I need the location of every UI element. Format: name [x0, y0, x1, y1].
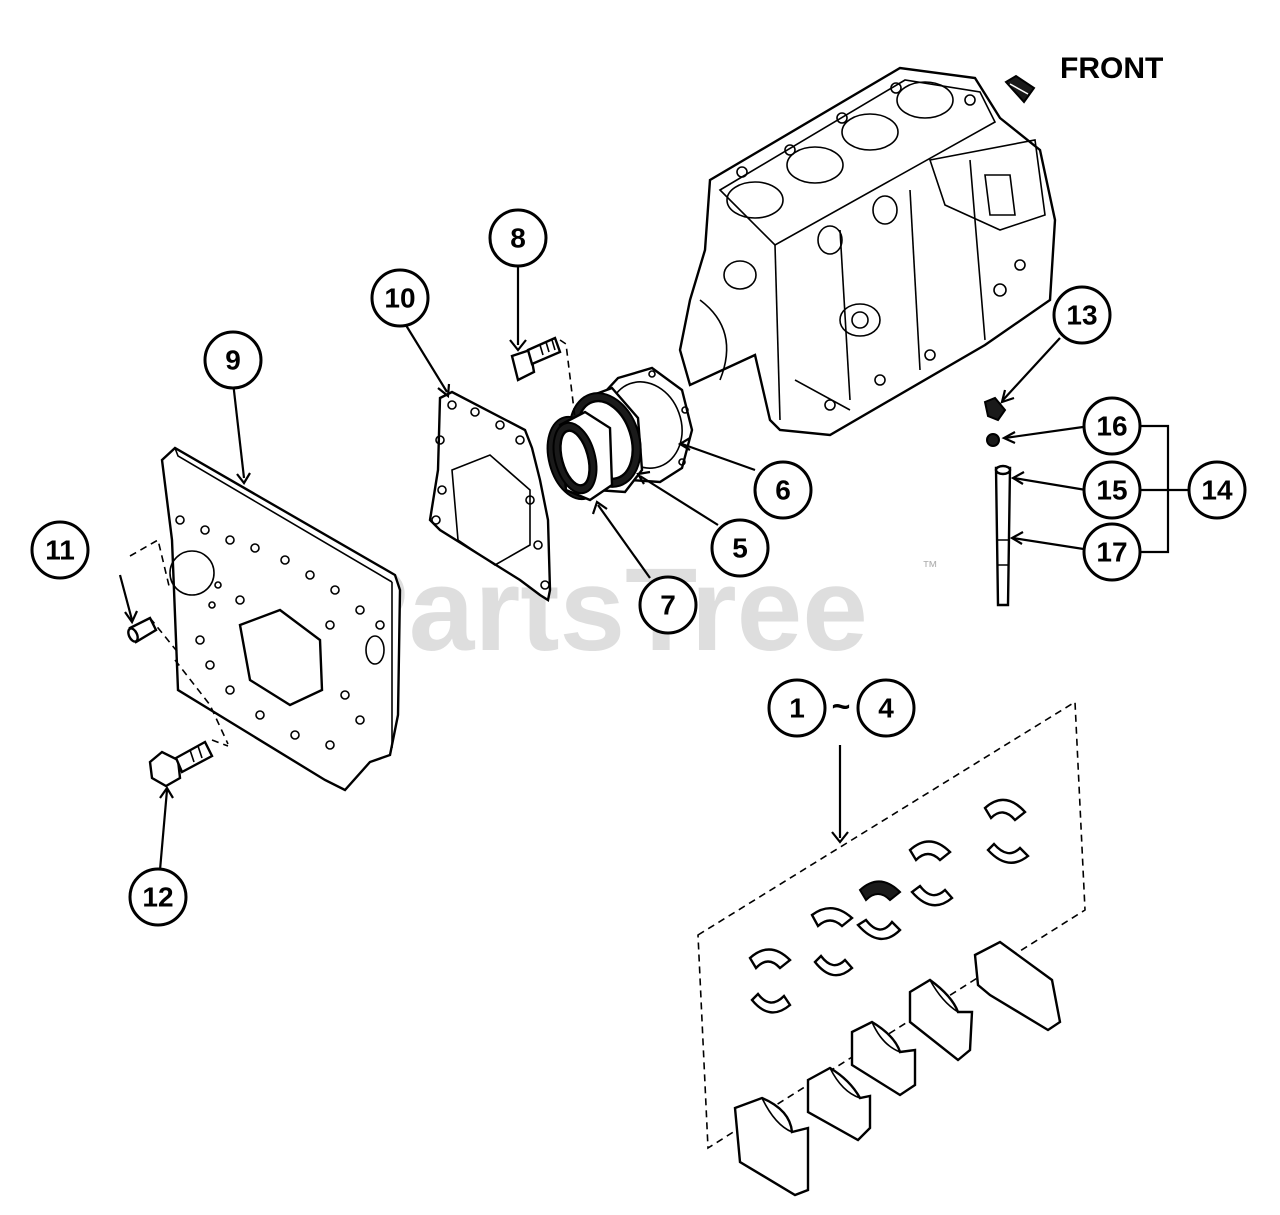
callout-6: 6 [753, 460, 813, 520]
plate-center-opening [238, 608, 324, 707]
callout-6-label: 6 [775, 475, 791, 506]
callout-15: 15 [1082, 460, 1142, 520]
bearing-set-boundary [697, 700, 1086, 1150]
callout-17-label: 17 [1096, 537, 1127, 568]
plate-bore-hole [169, 550, 215, 596]
part-12-bolt [148, 659, 229, 788]
bore-3 [841, 113, 899, 151]
part-15-cap [994, 464, 1012, 476]
front-indicator: FRONT [1004, 52, 1163, 104]
callout-13-label: 13 [1066, 300, 1097, 331]
part-9-rear-plate [160, 446, 402, 792]
watermark-text: PartsTree [330, 544, 868, 676]
callout-9-label: 9 [225, 345, 241, 376]
part-16-oring [986, 433, 1000, 447]
callout-11: 11 [30, 520, 90, 580]
bearing-set-1-4 [697, 700, 1086, 1197]
callout-1-label: 1 [789, 693, 805, 724]
front-arrow-detail [1009, 83, 1029, 95]
callout-11-label: 11 [45, 535, 75, 566]
callout-4-label: 4 [878, 693, 894, 724]
callout-12-label: 12 [142, 882, 173, 913]
cylinder-block [678, 66, 1057, 437]
callout-14-label: 14 [1201, 475, 1233, 506]
callout-5-label: 5 [732, 533, 748, 564]
callout-9: 9 [203, 330, 263, 390]
part-17-tube [994, 466, 1012, 607]
part-13-17-level-gauge [983, 396, 1012, 607]
callout-5: 5 [710, 518, 770, 578]
callout-8: 8 [488, 208, 548, 268]
callout-7: 7 [638, 575, 698, 635]
callout-1-range: 1 ~ 4 [767, 678, 916, 738]
callout-16: 16 [1082, 396, 1142, 456]
part-7-oil-seal [546, 410, 614, 502]
callout-16-label: 16 [1096, 411, 1127, 442]
bore-1 [726, 181, 784, 219]
bore-2 [786, 146, 844, 184]
callout-13: 13 [1052, 285, 1112, 345]
part-8-bolt [510, 336, 576, 419]
callout-7-label: 7 [660, 590, 676, 621]
front-label: FRONT [1060, 52, 1163, 85]
callout-12: 12 [128, 867, 188, 927]
callout-14: 14 [1187, 460, 1247, 520]
part-11-dowel-pin [127, 538, 181, 656]
callout-17: 17 [1082, 522, 1142, 582]
part-13-fitting [983, 396, 1007, 422]
watermark-trademark: ™ [922, 559, 938, 576]
callout-10: 10 [370, 268, 430, 328]
callout-10-label: 10 [384, 283, 415, 314]
callout-8-label: 8 [510, 223, 526, 254]
callout-range-tilde: ~ [832, 688, 851, 724]
part-10-gasket [428, 390, 552, 602]
watermark: PartsTree ™ [330, 544, 938, 676]
callout-15-label: 15 [1096, 475, 1127, 506]
bore-4 [896, 81, 954, 119]
leader-lines [118, 258, 1188, 871]
